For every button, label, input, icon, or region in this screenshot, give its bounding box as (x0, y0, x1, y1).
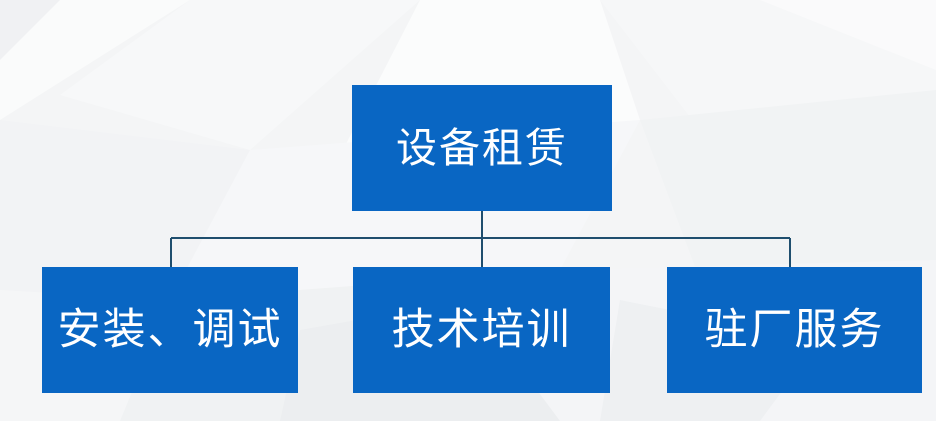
node-child-onsite-service-label: 驻厂服务 (704, 306, 885, 354)
node-child-installation[interactable]: 安装、调试 (42, 267, 298, 393)
node-child-training[interactable]: 技术培训 (353, 267, 610, 393)
node-root-label: 设备租赁 (396, 124, 568, 171)
node-child-onsite-service[interactable]: 驻厂服务 (667, 267, 922, 393)
node-child-training-label: 技术培训 (391, 306, 572, 354)
node-root[interactable]: 设备租赁 (352, 85, 612, 211)
node-child-installation-label: 安装、调试 (57, 306, 283, 354)
